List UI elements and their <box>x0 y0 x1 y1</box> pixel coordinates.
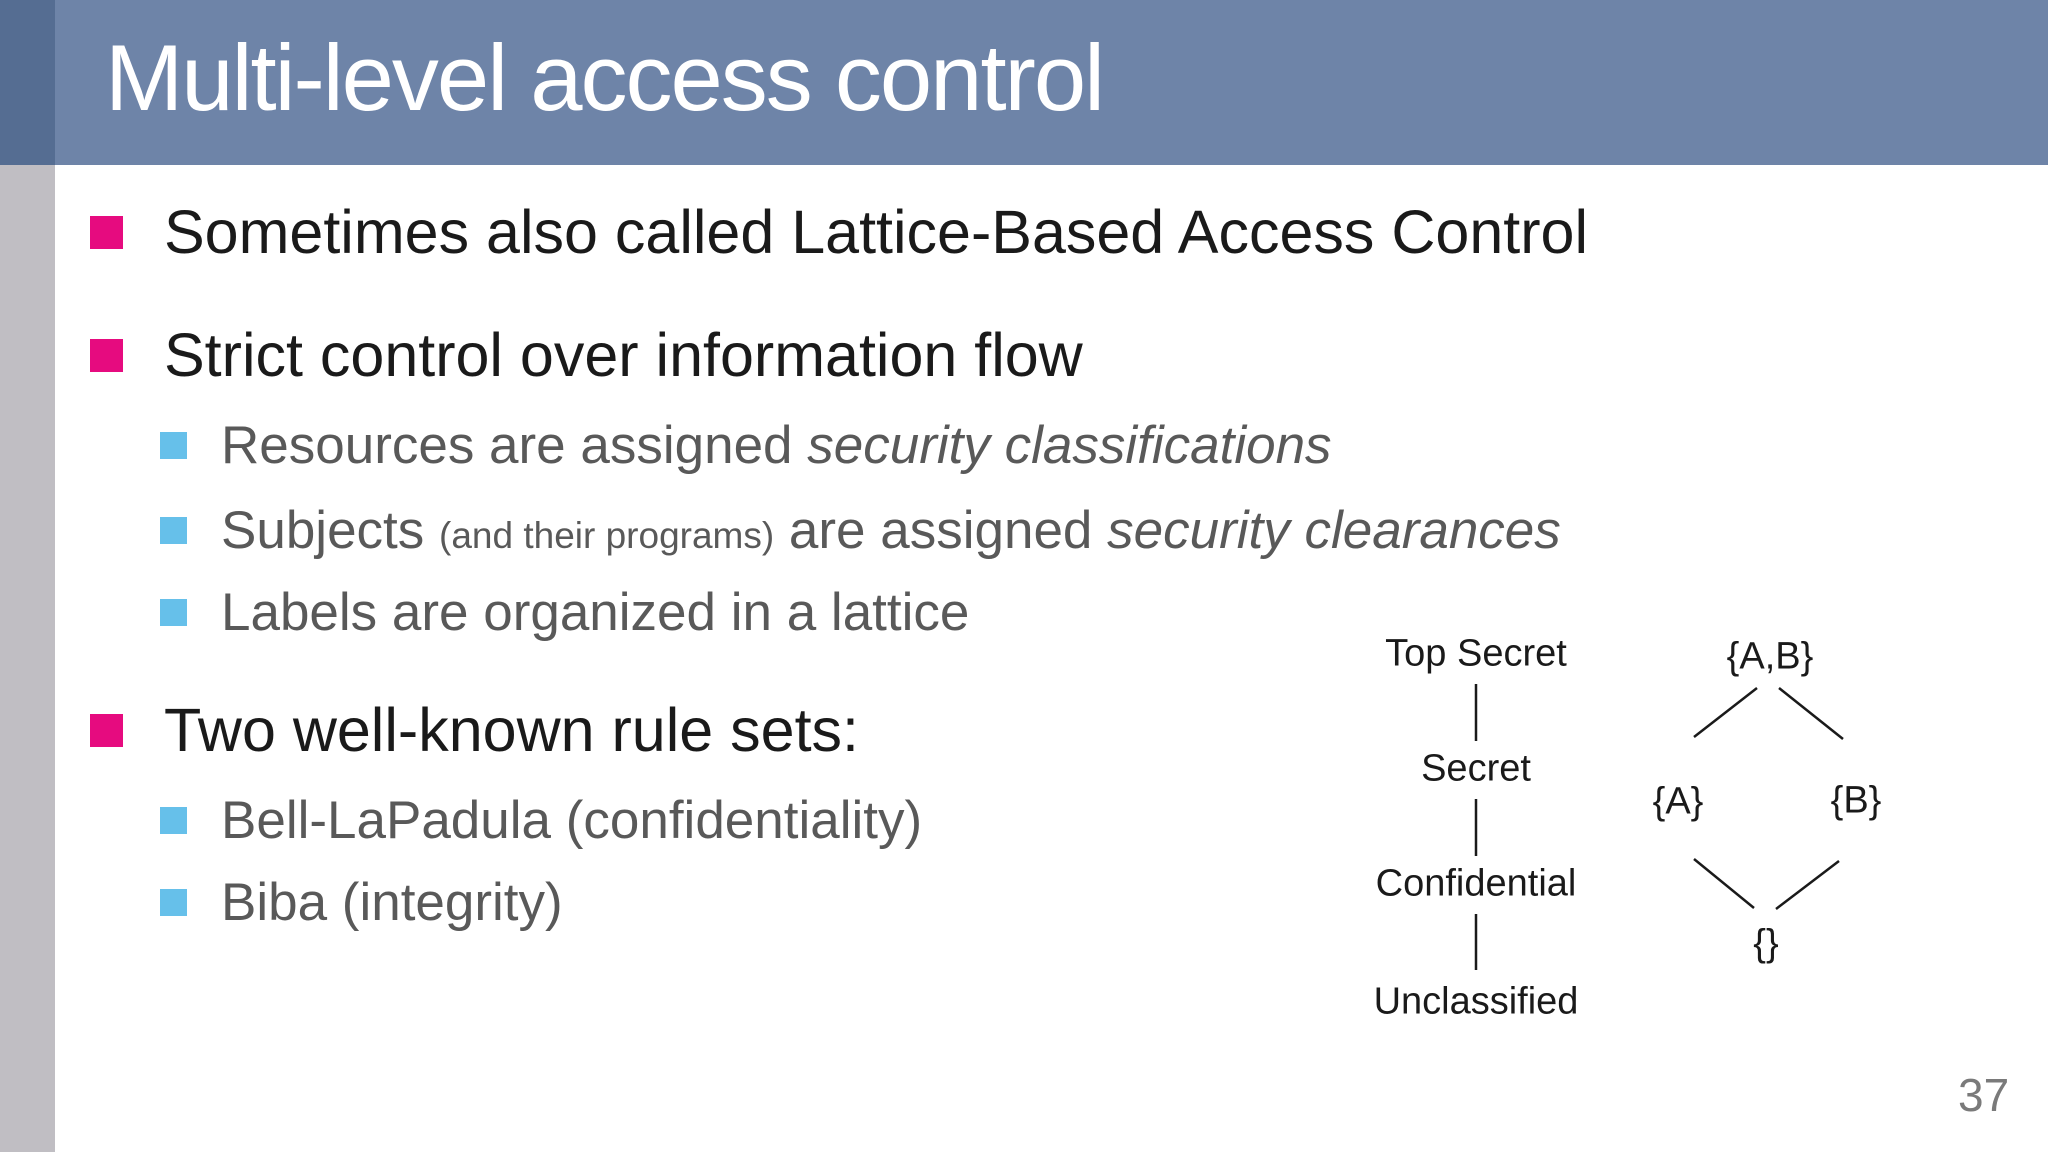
bullet-square-icon <box>90 215 123 249</box>
page-number: 37 <box>1958 1069 2010 1121</box>
bullet-text: Two well-known rule sets: <box>164 696 859 764</box>
bullet-square-icon <box>90 713 123 747</box>
hierarchy-label-unclassified: Unclassified <box>1373 980 1579 1023</box>
sub-bullet-text-mid: are assigned <box>774 500 1108 560</box>
sub-bullet-text-lead: Subjects <box>221 500 440 560</box>
sub-bullet-square-icon <box>160 516 187 544</box>
sub-bullet-square-icon <box>160 806 187 834</box>
sub-bullet-row: Biba (integrity) <box>160 867 563 937</box>
sub-bullet-square-icon <box>160 888 187 916</box>
bullet-row: Strict control over information flow <box>90 315 1083 395</box>
hierarchy-label-secret: Secret <box>1421 747 1531 790</box>
bullet-text: Strict control over information flow <box>164 321 1083 389</box>
sub-bullet-square-icon <box>160 431 187 459</box>
left-accent-strip-header <box>0 0 55 165</box>
left-accent-strip <box>0 0 55 1152</box>
sub-bullet-row: Resources are assigned security classifi… <box>160 410 1332 480</box>
slide-header: Multi-level access control <box>55 0 2048 165</box>
sub-bullet-text-normal: Resources are assigned <box>221 415 808 475</box>
lattice-diagram: Top Secret Secret Confidential Unclassif… <box>1330 600 1950 1080</box>
sub-bullet-text: Subjects (and their programs) are assign… <box>221 500 1561 561</box>
sub-bullet-square-icon <box>160 598 187 626</box>
bullet-text: Sometimes also called Lattice-Based Acce… <box>164 198 1588 266</box>
lattice-node-ab: {A,B} <box>1726 635 1814 678</box>
lattice-diagram-lines <box>1474 684 1844 970</box>
sub-bullet-row: Subjects (and their programs) are assign… <box>160 495 1561 565</box>
sub-bullet-text: Resources are assigned security classifi… <box>221 415 1332 476</box>
sub-bullet-text-italic: security classifications <box>807 415 1332 475</box>
bullet-square-icon <box>90 338 123 372</box>
slide-title: Multi-level access control <box>105 24 1105 130</box>
bullet-row: Two well-known rule sets: <box>90 690 859 770</box>
sub-bullet-row: Bell-LaPadula (confidentiality) <box>160 785 922 855</box>
lattice-node-a: {A} <box>1652 780 1704 823</box>
hierarchy-label-top-secret: Top Secret <box>1385 632 1567 675</box>
sub-bullet-text: Labels are organized in a lattice <box>221 582 970 642</box>
hierarchy-label-confidential: Confidential <box>1375 862 1577 905</box>
sub-bullet-text: Biba (integrity) <box>221 872 563 932</box>
sub-bullet-text-italic: security clearances <box>1107 500 1561 560</box>
bullet-row: Sometimes also called Lattice-Based Acce… <box>90 192 1588 272</box>
sub-bullet-text: Bell-LaPadula (confidentiality) <box>221 790 923 850</box>
lattice-node-empty: {} <box>1753 922 1779 965</box>
sub-bullet-row: Labels are organized in a lattice <box>160 577 969 647</box>
sub-bullet-text-small: (and their programs) <box>439 514 775 556</box>
lattice-node-b: {B} <box>1830 779 1882 822</box>
